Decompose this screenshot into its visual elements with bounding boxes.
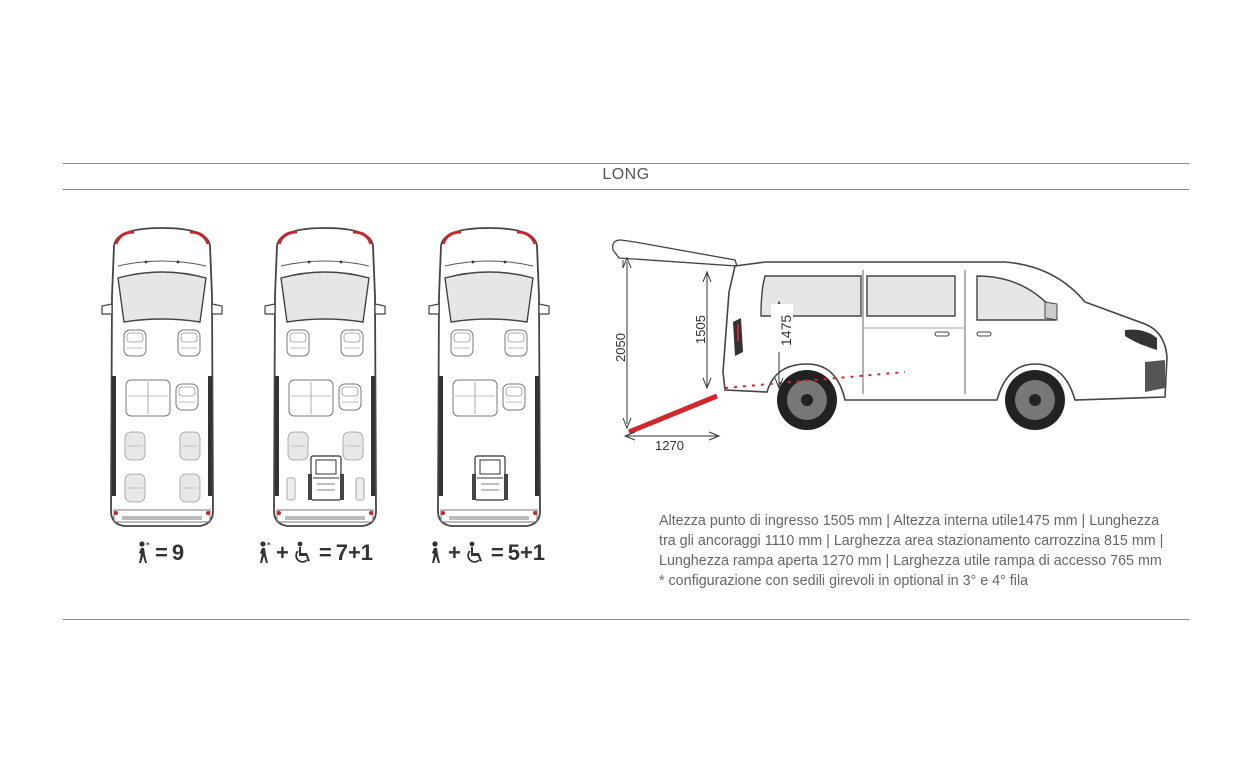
- person-icon: *: [260, 541, 271, 563]
- section-title: LONG: [602, 166, 650, 183]
- plus-sign: +: [448, 540, 461, 565]
- note-line: tra gli ancoraggi 1110 mm | Larghezza ar…: [659, 533, 1164, 549]
- caption-7-plus-1: * + = 7+1: [256, 538, 373, 568]
- svg-text:*: *: [267, 541, 271, 549]
- equals-sign: =: [490, 540, 504, 565]
- equals-sign: =: [318, 540, 332, 565]
- title-rule: [63, 189, 1189, 190]
- person-icon: *: [139, 541, 150, 563]
- van-side-view: 2050 1505 1475 1270: [612, 239, 1168, 453]
- seat-count: 9: [171, 540, 185, 565]
- svg-text:*: *: [146, 541, 150, 549]
- note-line: * configurazione con sedili girevoli in …: [659, 573, 1029, 589]
- van-top-view-9-seats: [100, 226, 224, 528]
- dimension-interior-height: 1475: [778, 315, 794, 346]
- seat-count: 7+1: [335, 540, 374, 565]
- dimension-total-height: 2050: [613, 333, 628, 362]
- van-top-view-7-plus-1: [263, 226, 387, 528]
- caption-5-plus-1: + = 5+1: [428, 538, 545, 568]
- spec-notes: Altezza punto di ingresso 1505 mm | Alte…: [659, 511, 1189, 591]
- note-line: Lunghezza rampa aperta 1270 mm | Larghez…: [659, 553, 1162, 569]
- wheelchair-icon: [295, 541, 310, 563]
- dimension-entry-height: 1505: [693, 315, 708, 344]
- wheelchair-icon: [467, 541, 482, 563]
- plus-sign: +: [276, 540, 289, 565]
- dimension-ramp-length: 1270: [655, 438, 684, 453]
- van-top-view-5-plus-1: [427, 226, 551, 528]
- bottom-rule: [63, 619, 1189, 620]
- note-line: Altezza punto di ingresso 1505 mm | Alte…: [659, 513, 1160, 529]
- seat-count: 5+1: [507, 540, 546, 565]
- top-rule: [63, 163, 1189, 164]
- person-icon: [432, 541, 440, 563]
- equals-sign: =: [155, 540, 168, 565]
- caption-9-seats: * = 9: [135, 538, 184, 568]
